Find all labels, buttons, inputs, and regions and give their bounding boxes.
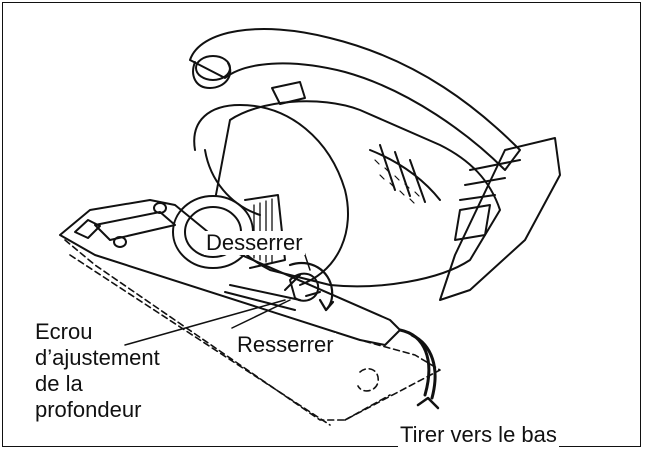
depth-nut-label-line2: d’ajustement	[35, 345, 160, 370]
tighten-label: Resserrer	[235, 332, 336, 357]
figure-border	[2, 2, 641, 447]
tighten-leader	[231, 299, 291, 329]
motor-housing	[214, 100, 501, 288]
battery-pack	[439, 137, 561, 301]
pull-down-arrow	[398, 328, 431, 397]
loosen-label: Desserrer	[204, 230, 305, 255]
saw-handle	[189, 28, 521, 171]
depth-nut-label-line3: de la	[35, 371, 83, 396]
pull-down-label: Tirer vers le bas	[398, 422, 559, 447]
lowered-base-outline	[64, 239, 441, 421]
depth-nut-label-line1: Ecrou	[35, 319, 93, 344]
depth-nut-leader	[124, 299, 286, 346]
blade-guard	[193, 104, 349, 286]
depth-nut-label-line4: profondeur	[35, 397, 142, 422]
base-plate	[59, 199, 401, 346]
